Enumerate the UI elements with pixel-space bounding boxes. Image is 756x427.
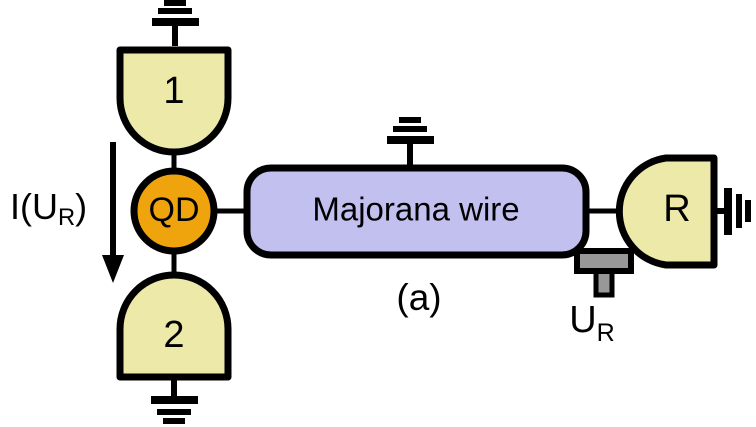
current-arrow	[102, 142, 124, 283]
gate-label: UR	[569, 299, 615, 347]
ground-majorana-wire	[387, 117, 434, 168]
lead-1-label: 1	[163, 70, 184, 112]
panel-label: (a)	[396, 277, 441, 318]
gate-ur[interactable]	[574, 248, 634, 298]
ground-lead-2	[151, 377, 198, 424]
current-label-prefix: I(U	[10, 186, 58, 227]
lead-2[interactable]: 2	[116, 271, 232, 381]
current-label: I(UR)	[10, 186, 87, 232]
ground-lead-1	[152, 0, 199, 46]
lead-1[interactable]: 1	[116, 46, 232, 156]
gate-label-main: U	[569, 299, 596, 341]
lead-r-label: R	[663, 188, 690, 230]
lead-r[interactable]: R	[615, 154, 718, 269]
majorana-wire-label: Majorana wire	[312, 191, 519, 228]
majorana-wire[interactable]: Majorana wire	[243, 164, 590, 259]
ground-lead-r	[714, 188, 751, 235]
quantum-dot[interactable]: QD	[130, 167, 218, 255]
lead-2-label: 2	[163, 314, 184, 356]
gate-label-subscript: R	[597, 319, 615, 347]
current-label-subscript: R	[58, 204, 75, 231]
current-label-suffix: )	[75, 186, 87, 227]
quantum-dot-label: QD	[149, 191, 200, 229]
